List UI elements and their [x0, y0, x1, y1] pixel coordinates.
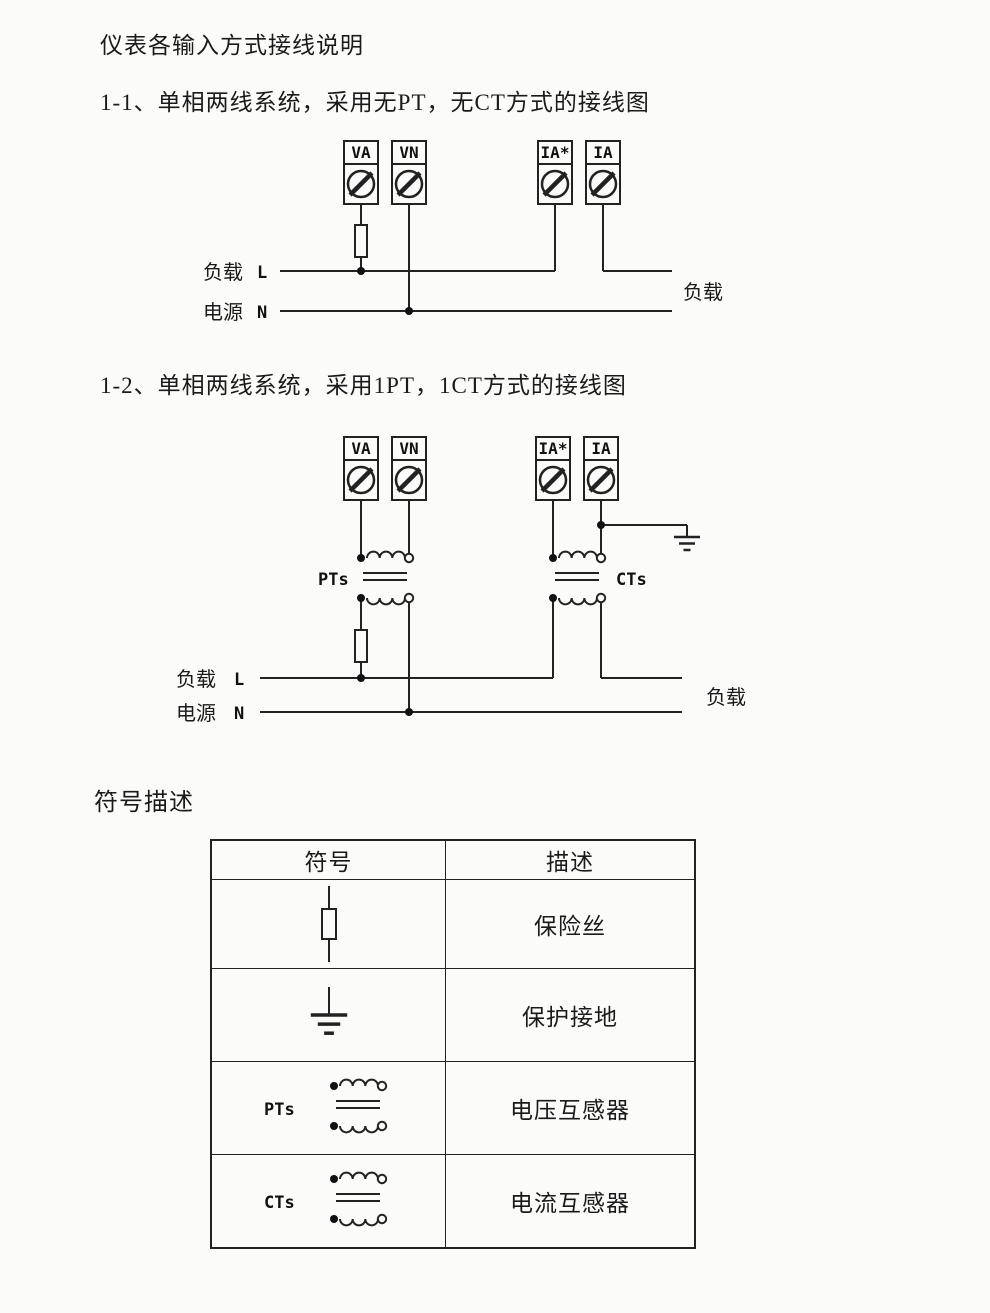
- diagram-1-2: PTs CTs VA VN IA* IA 负载 L 电源 N 负载: [176, 428, 746, 725]
- description-cell: 保护接地: [522, 1005, 618, 1030]
- table-row-ground: 保护接地: [212, 968, 694, 1061]
- terminal-label-ia: IA: [591, 439, 611, 458]
- junction-dot: [357, 267, 365, 275]
- pt-label: PTs: [264, 1100, 295, 1120]
- terminal-label-ia-star: IA*: [539, 439, 568, 458]
- transformer-glyph: [328, 1171, 387, 1227]
- pt-symbol: PTs: [264, 1078, 387, 1134]
- table-row-pt: PTs 电压互感器: [212, 1061, 694, 1154]
- description-cell: 电流互感器: [510, 1191, 630, 1216]
- line-l-label: L: [257, 263, 267, 283]
- pt-symbol: [356, 550, 415, 606]
- symbol-table: 符号 描述 保险丝 保护接地 PTs: [210, 839, 696, 1249]
- junction-dot: [405, 307, 413, 315]
- ground-symbol: [672, 535, 702, 552]
- junction-dot: [357, 674, 365, 682]
- page-title: 仪表各输入方式接线说明: [100, 33, 364, 58]
- transformer-glyph: [328, 1078, 387, 1134]
- fuse-symbol: [320, 886, 337, 962]
- pt-label: PTs: [318, 570, 349, 590]
- description-cell: 保险丝: [534, 914, 606, 939]
- symbol-cell: [212, 880, 446, 968]
- symbol-cell: PTs: [212, 1062, 446, 1154]
- table-row-fuse: 保险丝: [212, 879, 694, 968]
- col-header-description: 描述: [546, 850, 594, 875]
- fuse-body: [320, 908, 337, 940]
- source-label-left: 电源: [176, 702, 216, 725]
- symbols-heading: 符号描述: [94, 790, 194, 816]
- terminal-label-ia: IA: [593, 143, 613, 162]
- line-n-label: N: [257, 303, 267, 323]
- line-n-label: N: [234, 704, 244, 724]
- terminal-label-vn: VN: [399, 143, 418, 162]
- col-header-symbol: 符号: [212, 841, 446, 879]
- table-header-row: 符号 描述: [212, 841, 694, 879]
- load-label-left: 负载: [176, 668, 216, 691]
- junction-dot: [405, 708, 413, 716]
- ground-glyph: [308, 1013, 349, 1035]
- ct-label: CTs: [264, 1193, 295, 1213]
- load-label-right: 负载: [706, 686, 746, 709]
- terminal-label-va: VA: [351, 143, 371, 162]
- ct-label: CTs: [616, 570, 647, 590]
- fuse-symbol: [354, 629, 368, 663]
- ct-symbol: CTs: [264, 1171, 387, 1227]
- terminal-label-ia-star: IA*: [541, 143, 570, 162]
- symbol-cell: CTs: [212, 1155, 446, 1247]
- description-cell: 电压互感器: [510, 1098, 630, 1123]
- diagram-1-1: VA VN IA* IA 负载 L 电源 N 负载: [203, 135, 723, 324]
- ct-symbol: [548, 550, 607, 606]
- terminal-label-vn: VN: [399, 439, 418, 458]
- load-label-left: 负载: [203, 261, 243, 284]
- table-row-ct: CTs 电流互感器: [212, 1154, 694, 1247]
- line-l-label: L: [234, 670, 244, 690]
- ground-symbol: [308, 987, 349, 1035]
- section-1-2-heading: 1-2、单相两线系统，采用1PT，1CT方式的接线图: [100, 373, 627, 398]
- symbol-cell: [212, 969, 446, 1061]
- load-label-right: 负载: [683, 281, 723, 304]
- junction-dot: [597, 521, 605, 529]
- source-label-left: 电源: [203, 301, 243, 324]
- terminal-label-va: VA: [351, 439, 371, 458]
- section-1-1-heading: 1-1、单相两线系统，采用无PT，无CT方式的接线图: [100, 90, 650, 115]
- fuse-symbol: [354, 224, 368, 258]
